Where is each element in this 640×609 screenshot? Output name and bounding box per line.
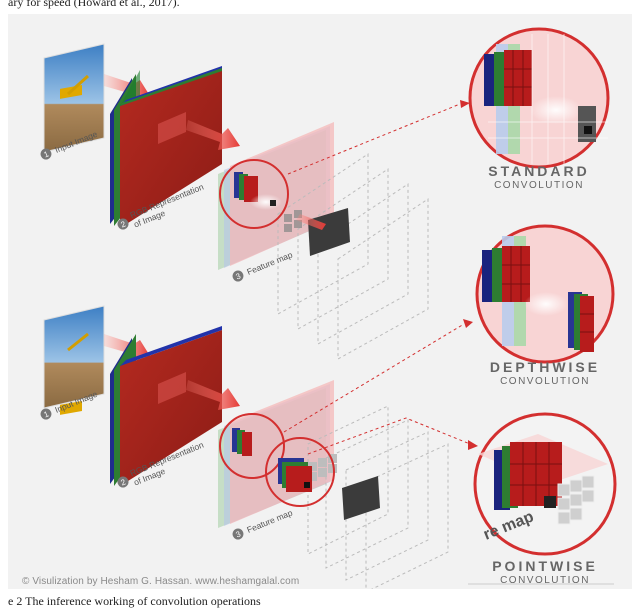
feature-stack-top [218,122,428,359]
depthwise-pointwise-row: DEPTHWISE CONVOLUTION [39,226,615,589]
connector-line [284,324,464,432]
top-caption: ary for speed (Howard et al., 2017). [8,0,180,10]
standard-subtitle: CONVOLUTION [494,180,584,191]
pointwise-title: POINTWISE [492,558,598,574]
connector-arrowhead [463,319,473,328]
kernel-depthwise-small [232,428,252,456]
zoom-circle-standard [470,29,608,167]
credit-text: © Visulization by Hesham G. Hassan. www.… [22,576,299,587]
connector-arrowhead [468,440,478,450]
feature-stack-bottom [218,380,448,589]
zoom-circle-pointwise: re map [475,414,615,554]
zoom-circle-depthwise [477,226,613,362]
convolution-diagram: STANDARD CONVOLUTION 1 Input Image 2 RGB… [8,14,632,589]
standard-title: STANDARD [488,163,590,179]
connector-arrowhead [460,100,470,108]
kernel-3x3-blue [484,50,532,106]
depthwise-title: DEPTHWISE [490,359,600,375]
depthwise-subtitle: CONVOLUTION [500,376,590,387]
figure-canvas: STANDARD CONVOLUTION 1 Input Image 2 RGB… [8,14,632,589]
